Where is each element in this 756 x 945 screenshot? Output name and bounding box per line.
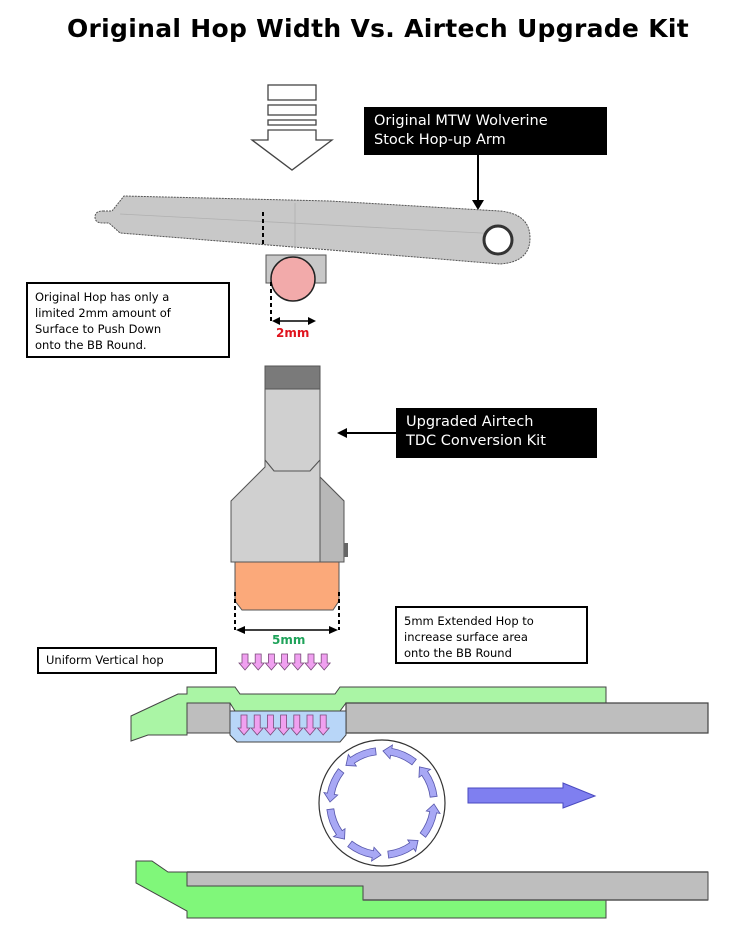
- stock-arm-label-line-2: Stock Hop-up Arm: [374, 132, 506, 148]
- spin-arrow-icon: [323, 768, 345, 803]
- pressure-arrow-icon: [264, 653, 279, 671]
- pressure-arrow-icon: [263, 714, 278, 736]
- diagram-title: Original Hop Width Vs. Airtech Upgrade K…: [67, 14, 689, 43]
- pressure-arrow-icon: [237, 714, 251, 736]
- pressure-arrow-icon: [290, 653, 305, 671]
- stock-arm-label: Original MTW Wolverine Stock Hop-up Arm: [364, 107, 607, 155]
- pressure-arrow-icon: [251, 653, 266, 671]
- spin-arrow-icon: [382, 744, 417, 766]
- pivot-hole-icon: [482, 224, 514, 256]
- spin-arrow-icon: [326, 808, 346, 840]
- bb-travel-direction-arrow: [467, 782, 597, 809]
- pressure-arrow-icon: [277, 653, 292, 671]
- spin-arrow-icon: [419, 803, 441, 838]
- pressure-arrows-contact: [237, 714, 331, 736]
- pressure-arrow-icon: [317, 653, 332, 671]
- uniform-hop-label-line-1: Uniform Vertical hop: [46, 653, 164, 667]
- airtech-kit-label: Upgraded Airtech TDC Conversion Kit: [396, 408, 597, 458]
- spin-arrow-icon: [418, 766, 438, 798]
- backspin-arrows: [323, 744, 441, 862]
- pressure-arrow-icon: [276, 714, 291, 736]
- stock-arm-pointer-arrow: [472, 155, 484, 210]
- extended-hop-note-line-1: 5mm Extended Hop to: [404, 614, 534, 628]
- pressure-arrow-icon: [316, 714, 331, 736]
- extended-hop-note: 5mm Extended Hop to increase surface are…: [395, 606, 588, 664]
- pressure-arrow-icon: [238, 653, 252, 671]
- airtech-pointer-arrow: [337, 428, 397, 438]
- original-hop-note-line-3: Surface to Push Down: [35, 322, 162, 336]
- extended-hop-note-line-2: increase surface area: [404, 630, 528, 644]
- extended-hop-note-line-3: onto the BB Round: [404, 646, 512, 660]
- pressure-arrows-top: [238, 653, 332, 671]
- original-hop-note-line-2: limited 2mm amount of: [35, 306, 171, 320]
- pressure-arrow-icon: [304, 653, 318, 671]
- spin-arrow-icon: [345, 747, 377, 767]
- original-width-dimension: [270, 282, 316, 325]
- extended-hop-pad: [234, 561, 340, 611]
- original-hop-note-line-1: Original Hop has only a: [35, 290, 170, 304]
- original-hop-note-line-4: onto the BB Round.: [35, 338, 147, 352]
- pressure-arrow-icon: [303, 714, 317, 736]
- extended-width-dimension: [234, 592, 340, 634]
- spin-arrow-icon: [387, 839, 419, 859]
- original-hop-nub: [265, 254, 327, 302]
- uniform-hop-label: Uniform Vertical hop: [37, 647, 217, 674]
- top-barrel-assembly: [130, 686, 709, 743]
- stock-arm-label-line-1: Original MTW Wolverine: [374, 113, 548, 129]
- original-hop-note: Original Hop has only a limited 2mm amou…: [26, 282, 230, 358]
- extended-width-value: 5mm: [272, 633, 306, 647]
- airtech-tdc-kit: [230, 365, 348, 611]
- pressure-arrow-icon: [250, 714, 265, 736]
- bb-round: [318, 739, 446, 867]
- original-width-value: 2mm: [276, 326, 310, 340]
- stock-hop-up-arm: [94, 195, 531, 265]
- airtech-kit-label-line-1: Upgraded Airtech: [406, 414, 534, 430]
- airtech-kit-label-line-2: TDC Conversion Kit: [406, 433, 546, 449]
- bottom-barrel-assembly: [135, 860, 709, 919]
- push-down-arrow-icon: [250, 84, 334, 171]
- spin-arrow-icon: [347, 840, 382, 862]
- pressure-arrow-icon: [289, 714, 304, 736]
